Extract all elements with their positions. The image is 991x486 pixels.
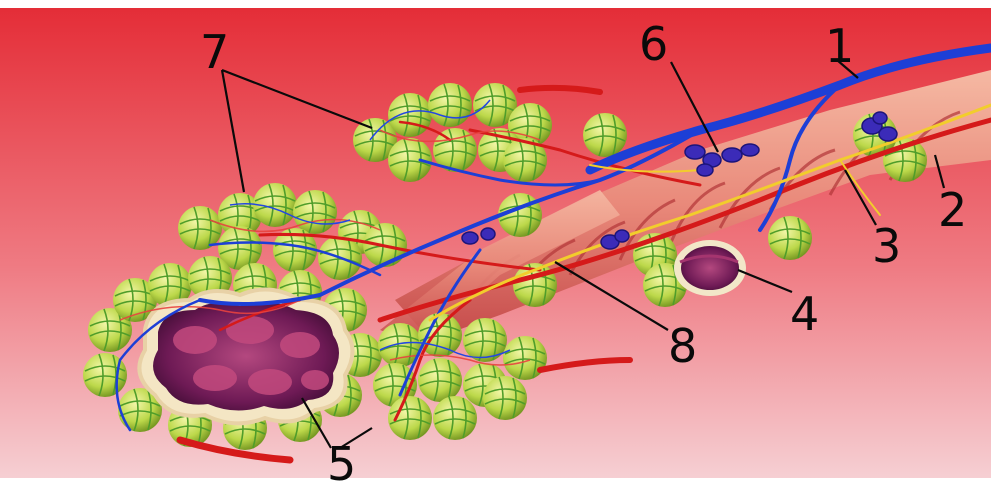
label-2: 2 — [938, 183, 967, 237]
bronchiole-cross-section — [674, 240, 746, 296]
label-7: 7 — [200, 25, 229, 79]
label-5: 5 — [327, 437, 356, 486]
alveolar-sac-cross-section — [139, 290, 352, 424]
label-8: 8 — [668, 319, 697, 373]
label-3: 3 — [872, 219, 901, 273]
label-4: 4 — [790, 287, 819, 341]
label-6: 6 — [639, 17, 668, 71]
label-1: 1 — [825, 19, 854, 73]
